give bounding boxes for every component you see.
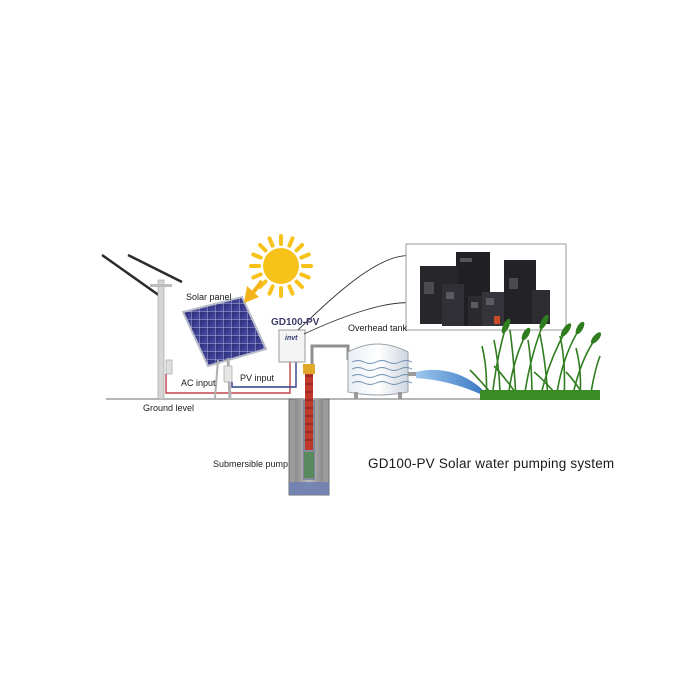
solar-panel-icon <box>181 295 268 399</box>
well-icon <box>288 364 330 496</box>
label-solar-panel: Solar panel <box>186 292 232 302</box>
pv-input-wire <box>231 362 297 388</box>
grass-plumes <box>501 314 602 344</box>
pipe-to-tank <box>310 344 350 364</box>
water-stream <box>416 369 492 400</box>
label-submersible-pump: Submersible pump <box>213 459 289 469</box>
label-ground-level: Ground level <box>143 403 195 413</box>
sun-icon <box>249 234 313 298</box>
label-pv-input: PV input <box>240 373 275 383</box>
callout-line-2 <box>303 302 415 335</box>
label-brand: invt <box>285 335 298 342</box>
label-overhead-tank: Overhead tank <box>348 323 408 333</box>
controller-box-icon <box>278 329 306 363</box>
diagram-title: GD100-PV Solar water pumping system <box>368 456 615 471</box>
callout-line-1 <box>297 255 415 331</box>
grass-base <box>480 390 600 400</box>
ac-input-wire <box>165 362 291 394</box>
overhead-tank-icon <box>347 343 418 399</box>
sunlight-arrow <box>244 279 264 303</box>
inverter-lineup-icon <box>405 243 567 331</box>
power-pole-icon <box>101 253 183 400</box>
grass-icon <box>469 321 601 400</box>
label-device: GD100-PV <box>271 317 320 328</box>
label-ac-input: AC input <box>181 378 216 388</box>
